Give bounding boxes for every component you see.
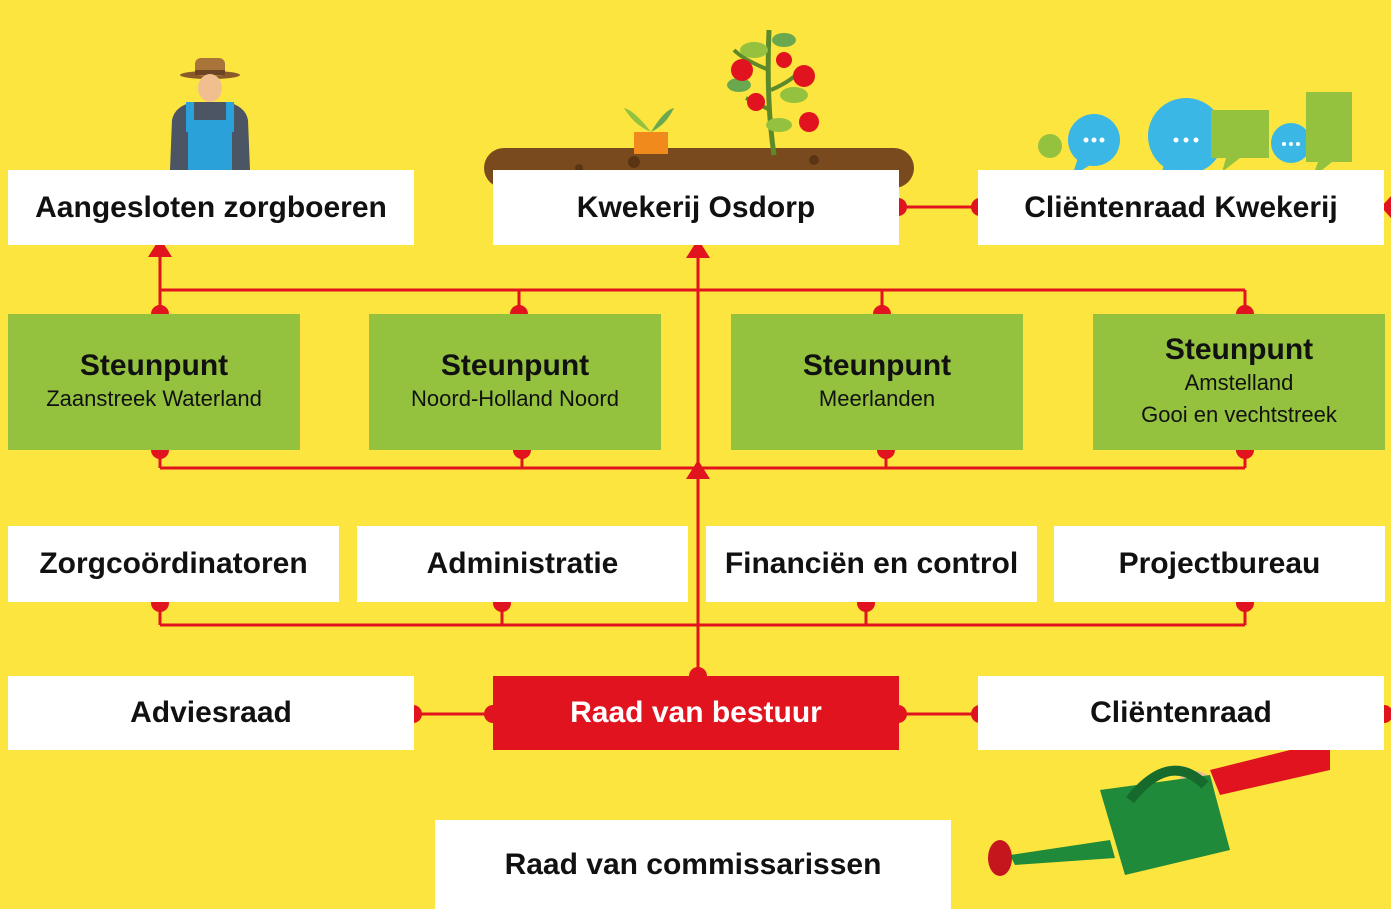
steunpunt-box[interactable]: Steunpunt Amstelland Gooi en vechtstreek bbox=[1093, 314, 1385, 450]
zorgboeren-label: Aangesloten zorgboeren bbox=[35, 190, 387, 224]
zorgcoordinatoren-box[interactable]: Zorgcoördinatoren bbox=[8, 526, 339, 602]
clientenraad-kwekerij-box[interactable]: Cliëntenraad Kwekerij bbox=[978, 170, 1384, 245]
steunpunt-box[interactable]: Steunpunt Meerlanden bbox=[731, 314, 1023, 450]
clientenraad-kwekerij-label: Cliëntenraad Kwekerij bbox=[1024, 190, 1338, 224]
steunpunt-region: Gooi en vechtstreek bbox=[1141, 402, 1337, 427]
steunpunt-title: Steunpunt bbox=[802, 349, 952, 382]
financien-box[interactable]: Financiën en control bbox=[706, 526, 1037, 602]
commissarissen-box[interactable]: Raad van commissarissen bbox=[435, 820, 951, 909]
farmer-illustration bbox=[170, 58, 250, 170]
steunpunt-title: Steunpunt bbox=[1164, 333, 1314, 366]
financien-label: Financiën en control bbox=[724, 547, 1019, 580]
kwekerij-label: Kwekerij Osdorp bbox=[576, 190, 816, 224]
administratie-box[interactable]: Administratie bbox=[357, 526, 688, 602]
watering-can-illustration bbox=[988, 740, 1330, 876]
steunpunt-box[interactable]: Steunpunt Zaanstreek Waterland bbox=[8, 314, 300, 450]
adviesraad-label: Adviesraad bbox=[130, 696, 292, 729]
clientenraad-label: Cliëntenraad bbox=[1090, 696, 1272, 729]
kwekerij-box[interactable]: Kwekerij Osdorp bbox=[493, 170, 899, 245]
commissarissen-label: Raad van commissarissen bbox=[504, 847, 882, 881]
projectbureau-box[interactable]: Projectbureau bbox=[1054, 526, 1385, 602]
projectbureau-label: Projectbureau bbox=[1118, 547, 1321, 580]
steunpunt-region: Amstelland bbox=[1184, 370, 1294, 395]
raad-van-bestuur-box[interactable]: Raad van bestuur bbox=[493, 676, 899, 750]
zorgboeren-box[interactable]: Aangesloten zorgboeren bbox=[8, 170, 414, 245]
steunpunt-region: Noord-Holland Noord bbox=[411, 386, 619, 411]
garden-plants-illustration bbox=[484, 29, 914, 188]
steunpunt-box[interactable]: Steunpunt Noord-Holland Noord bbox=[369, 314, 661, 450]
raad-van-bestuur-label: Raad van bestuur bbox=[570, 696, 822, 729]
adviesraad-box[interactable]: Adviesraad bbox=[8, 676, 414, 750]
clientenraad-box[interactable]: Cliëntenraad bbox=[978, 676, 1384, 750]
speech-bubbles-illustration bbox=[1038, 92, 1352, 188]
steunpunt-region: Zaanstreek Waterland bbox=[46, 386, 262, 411]
zorgcoordinatoren-label: Zorgcoördinatoren bbox=[39, 547, 308, 580]
administratie-label: Administratie bbox=[426, 547, 619, 580]
steunpunt-title: Steunpunt bbox=[79, 349, 229, 382]
steunpunt-region: Meerlanden bbox=[818, 386, 936, 411]
steunpunt-title: Steunpunt bbox=[440, 349, 590, 382]
